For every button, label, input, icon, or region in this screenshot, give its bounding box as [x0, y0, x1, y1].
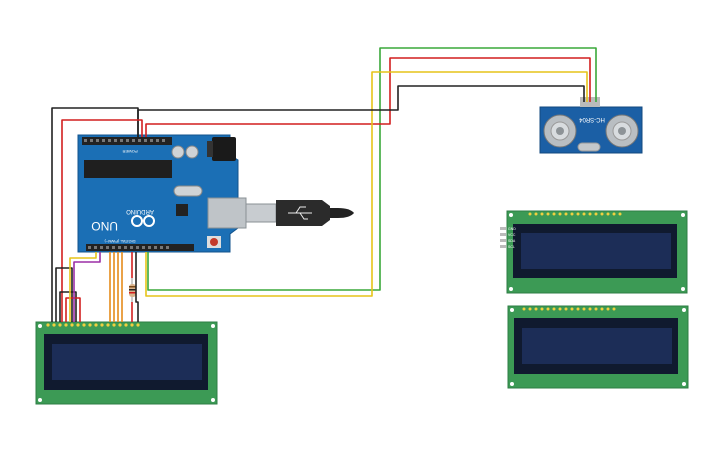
lcd-i2c-1[interactable]: GND VCC SDA SCL [500, 210, 688, 294]
usb-b-port [207, 197, 247, 229]
resistor[interactable] [129, 278, 136, 302]
arduino-brand-label: ARDUINO [126, 208, 154, 214]
arduino-model-label: UNO [91, 219, 118, 233]
capacitor [185, 145, 199, 159]
i2c-pin-label: GND [508, 227, 516, 231]
power-jack [212, 137, 236, 161]
wire-yellow-sensor[interactable] [145, 71, 588, 297]
wire-red-lcd[interactable] [65, 297, 81, 322]
ultrasonic-sensor[interactable]: HC-SR04 [539, 97, 643, 154]
lcd-screen [52, 344, 202, 380]
wire-black-gnd[interactable] [51, 107, 139, 322]
arduino-uno-board[interactable]: UNO ARDUINO POWER DIGITAL (PWM~) [77, 134, 247, 253]
lcd-i2c-2[interactable] [507, 305, 689, 389]
wire-black-backlight[interactable] [135, 252, 139, 322]
i2c-pin-label: SDA [508, 239, 516, 243]
atmega-chip [84, 160, 172, 178]
lcd-parallel-1602[interactable] [35, 321, 218, 405]
digital-label: DIGITAL (PWM~) [104, 239, 136, 244]
i2c-pin-label: SCL [508, 245, 515, 249]
wire-red-vcc[interactable] [61, 119, 143, 322]
sensor-model-label: HC-SR04 [579, 116, 605, 122]
lcd-screen [521, 233, 671, 269]
wire-green-sensor[interactable] [147, 47, 597, 291]
wire-black-sensor[interactable] [137, 85, 585, 137]
wire-black-lcd[interactable] [55, 267, 73, 322]
i2c-pin-header [500, 227, 506, 248]
lcd-screen [522, 328, 672, 364]
wire-purple-lcd[interactable] [73, 252, 101, 322]
crystal [173, 185, 203, 197]
power-label: POWER [122, 149, 137, 154]
i2c-pin-label: VCC [508, 233, 516, 237]
arduino-infinity-logo-icon [131, 215, 155, 227]
digital-header-bottom [86, 244, 194, 251]
capacitor [171, 145, 185, 159]
wire-red-sensor[interactable] [145, 57, 591, 137]
usb-plug-metal [245, 203, 277, 223]
wire-yellow-lcd[interactable] [69, 252, 97, 322]
usb-cable[interactable] [245, 200, 354, 226]
wire-black-lcd-2[interactable] [59, 291, 77, 322]
